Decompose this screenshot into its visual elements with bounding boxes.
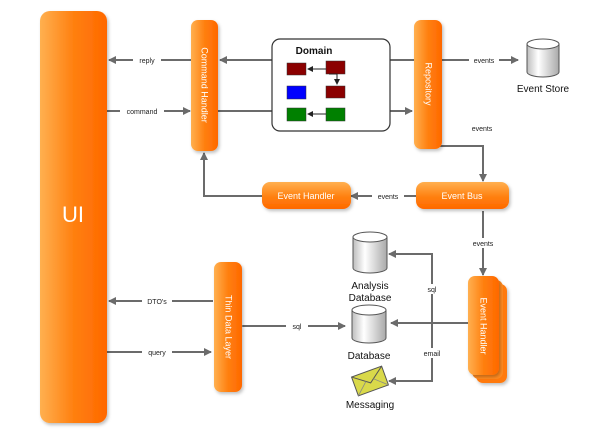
repository-label: Repository (424, 62, 434, 106)
edge-handler-messaging (388, 323, 433, 385)
domain-title: Domain (296, 46, 333, 57)
domain-arrow-2 (329, 73, 340, 85)
ui-block: UI (40, 11, 107, 423)
edge-handler-commandhandler (200, 152, 262, 197)
domain-entity-green-2 (325, 107, 346, 122)
event-store: Event Store (517, 38, 570, 95)
label-events-bus-handler: events (378, 194, 399, 201)
label-sql-handler-analysis: sql (428, 287, 437, 294)
domain-entity-blue (286, 85, 307, 100)
messaging: Messaging (346, 365, 394, 411)
ui-label: UI (62, 202, 84, 227)
analysis-database-icon (352, 231, 388, 274)
event-store-label: Event Store (517, 84, 570, 95)
domain-box: Domain (271, 38, 391, 132)
analysis-database-label-1: Analysis (351, 281, 388, 292)
command-handler-node: Command Handler (191, 20, 218, 151)
domain-entity-green-1 (286, 107, 307, 122)
domain-entity-red-3 (325, 85, 346, 99)
event-bus-node: Event Bus (416, 182, 509, 209)
event-handler-top-label: Event Handler (277, 191, 334, 201)
analysis-database-label-2: Database (349, 293, 392, 304)
database: Database (348, 304, 391, 362)
event-store-icon (526, 38, 560, 78)
label-events-repo-store: events (474, 58, 495, 65)
repository-node: Repository (414, 20, 442, 149)
event-handler-right-node: Event Handler (468, 276, 507, 383)
edge-labels: reply command events events events event… (120, 55, 499, 358)
command-handler-label: Command Handler (200, 47, 210, 123)
thin-data-layer-node: Thin Data Layer (214, 262, 242, 392)
event-bus-label: Event Bus (441, 191, 483, 201)
label-query: query (148, 350, 166, 357)
label-command: command (127, 109, 158, 116)
envelope-icon (350, 365, 390, 397)
event-handler-top-node: Event Handler (262, 182, 351, 209)
event-handler-right-label: Event Handler (479, 297, 489, 354)
label-events-bus-handler-right: events (473, 241, 494, 248)
database-label: Database (348, 351, 391, 362)
label-dtos: DTO's (147, 299, 167, 306)
label-email: email (424, 351, 441, 358)
label-reply: reply (139, 58, 155, 65)
domain-entity-red-2 (325, 60, 346, 75)
messaging-label: Messaging (346, 400, 394, 411)
database-icon (351, 304, 387, 344)
edge-handler-analysis (388, 250, 433, 323)
domain-entity-red-1 (286, 62, 307, 76)
edge-repo-eventbus (428, 145, 487, 182)
label-events-repo-bus: events (472, 126, 493, 133)
analysis-database: Analysis Database (349, 231, 392, 304)
thin-data-layer-label: Thin Data Layer (224, 295, 234, 359)
label-sql-thin-db: sql (293, 324, 302, 331)
